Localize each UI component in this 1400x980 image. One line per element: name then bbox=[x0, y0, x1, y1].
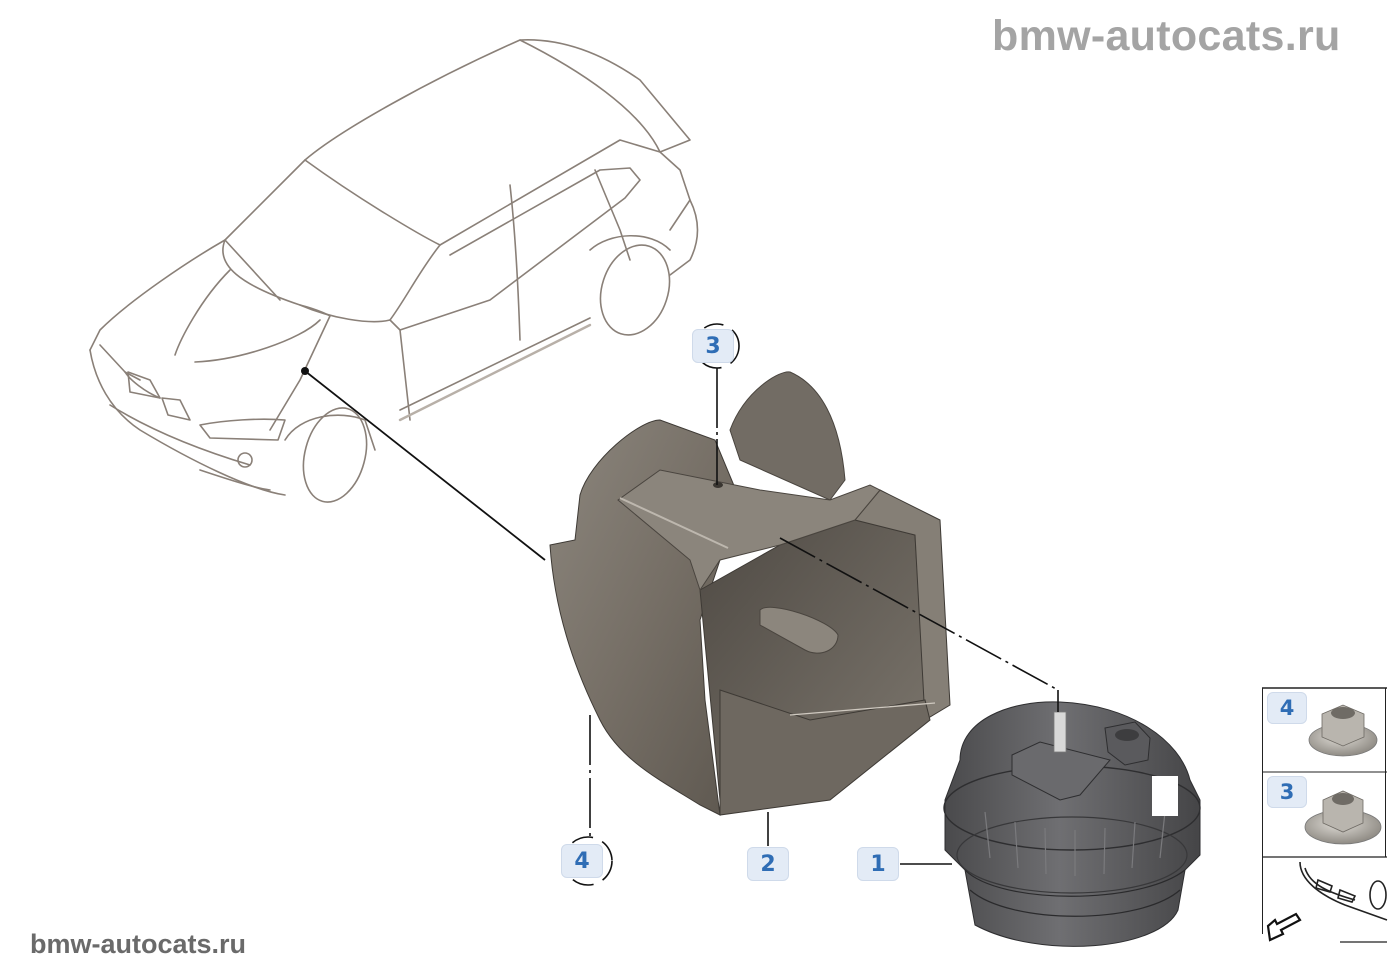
callout-4[interactable]: 4 bbox=[561, 844, 603, 878]
front-direction-arrow-icon bbox=[1266, 861, 1388, 942]
vehicle-outline bbox=[89, 39, 699, 503]
callout-2-label: 2 bbox=[760, 851, 776, 877]
leader-lines bbox=[589, 368, 1059, 865]
callout-4-label: 4 bbox=[574, 848, 590, 874]
holder-bracket bbox=[549, 371, 951, 816]
legend-label-4: 4 bbox=[1279, 696, 1295, 720]
callout-1-label: 1 bbox=[870, 851, 886, 877]
hex-flange-nut-clip-icon bbox=[1304, 790, 1382, 845]
location-leader-line bbox=[304, 370, 546, 561]
fastener-legend: 4 3 bbox=[1262, 688, 1386, 934]
hex-flange-nut-icon bbox=[1308, 704, 1378, 757]
sound-generator bbox=[943, 701, 1201, 947]
watermark-top-right: bmw-autocats.ru bbox=[992, 12, 1341, 60]
legend-item-4[interactable]: 4 bbox=[1262, 688, 1386, 772]
legend-callout-3: 3 bbox=[1267, 776, 1307, 808]
callout-1[interactable]: 1 bbox=[857, 847, 899, 881]
legend-label-3: 3 bbox=[1279, 780, 1295, 804]
legend-direction-cell bbox=[1262, 857, 1386, 934]
legend-item-3[interactable]: 3 bbox=[1262, 772, 1386, 857]
watermark-bottom-left: bmw-autocats.ru bbox=[30, 929, 247, 959]
callout-2[interactable]: 2 bbox=[747, 847, 789, 881]
callout-3[interactable]: 3 bbox=[692, 329, 734, 363]
callout-3-label: 3 bbox=[705, 333, 721, 359]
legend-callout-4: 4 bbox=[1267, 692, 1307, 724]
legend-graphics bbox=[1262, 687, 1388, 943]
